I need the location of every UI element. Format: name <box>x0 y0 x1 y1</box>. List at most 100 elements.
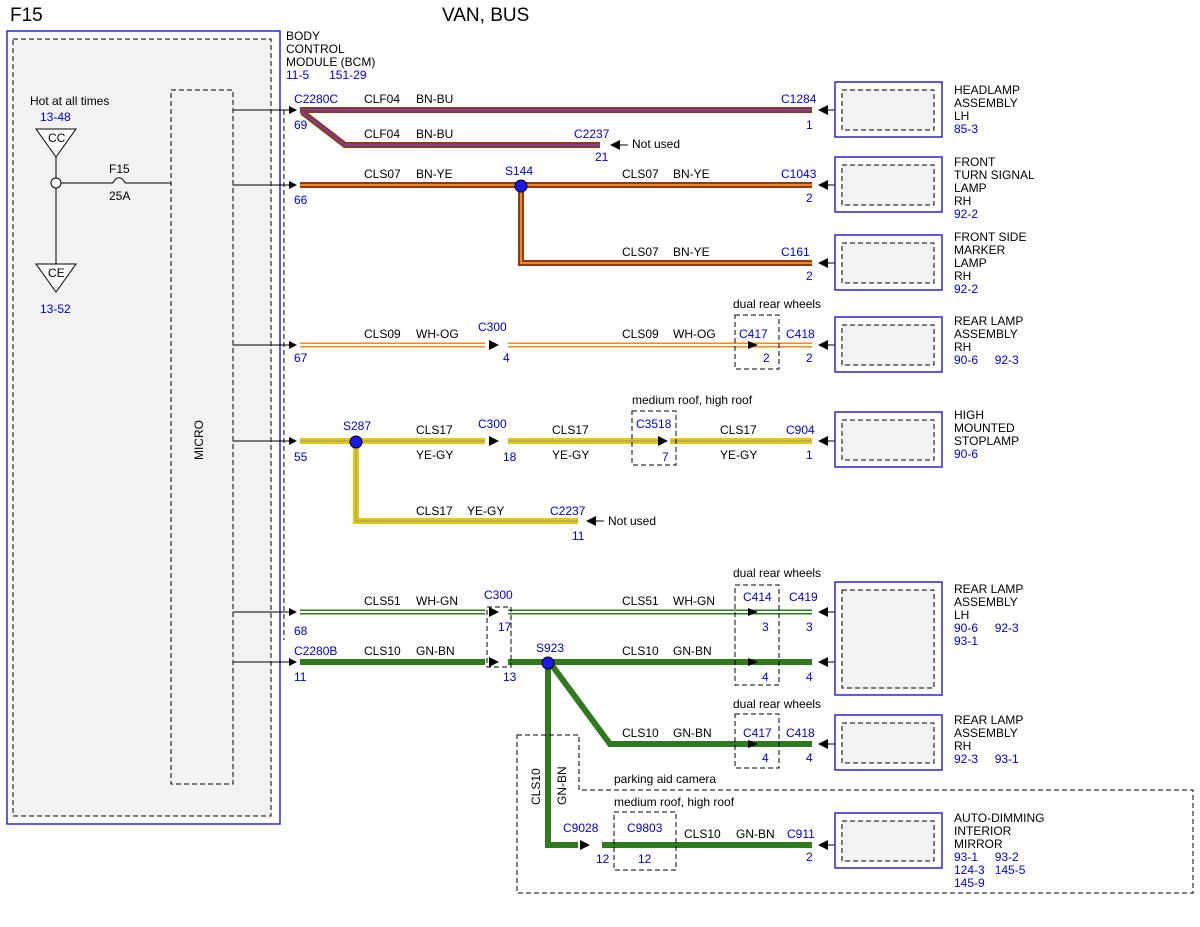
splice-s144-label: S144 <box>505 164 533 178</box>
connector-c161: C161 <box>781 245 810 259</box>
cc-label: CC <box>48 131 66 145</box>
stop-name-2: MOUNTED <box>954 421 1015 435</box>
splice-s144 <box>514 179 528 193</box>
pin-11-c2280b: 11 <box>294 670 307 684</box>
mirror-ref-3: 145-9 <box>954 876 985 890</box>
note-not-used-a: Not used <box>632 137 680 151</box>
connector-labels: C2280C C2237 C1284 C1043 C161 C300 C417 … <box>294 92 818 841</box>
option-box-medium-roof-2 <box>613 811 677 871</box>
pin-66: 66 <box>294 193 308 207</box>
module-output-stubs <box>233 106 297 666</box>
splice-s287 <box>349 435 363 449</box>
color-bn-ye-a: BN-YE <box>416 167 453 181</box>
marker-name-4: RH <box>954 269 971 283</box>
micro-label: MICRO <box>192 420 206 460</box>
color-ye-gy-c: YE-GY <box>720 448 757 462</box>
color-gn-bn-c: GN-BN <box>673 726 712 740</box>
ce-symbol <box>35 263 77 293</box>
note-not-used-b: Not used <box>608 514 656 528</box>
circuit-cls17-a: CLS17 <box>416 423 453 437</box>
stop-name-3: STOPLAMP <box>954 434 1019 448</box>
color-wh-gn-b: WH-GN <box>673 594 715 608</box>
rear-rh-b-name-3: RH <box>954 739 971 753</box>
circuit-cls51-a: CLS51 <box>364 594 401 608</box>
color-gn-bn-b: GN-BN <box>673 644 712 658</box>
rear-rh-a-ref: 90-6 92-3 <box>954 353 1019 367</box>
circuit-cls10-c: CLS10 <box>622 726 659 740</box>
color-ye-gy-b: YE-GY <box>552 448 589 462</box>
bcm-name-line3: MODULE (BCM) <box>286 55 375 69</box>
rear-lh-name-3: LH <box>954 608 969 622</box>
circuit-cls17-c: CLS17 <box>720 423 757 437</box>
color-bn-bu-b: BN-BU <box>416 127 453 141</box>
pin-4-c414: 4 <box>762 670 769 684</box>
rear-rh-b-name-2: ASSEMBLY <box>954 726 1018 740</box>
splice-s923-label: S923 <box>536 641 564 655</box>
not-used-terminations <box>586 140 628 526</box>
wire-cls17-ye-gy <box>300 438 812 524</box>
connector-c9028: C9028 <box>563 821 599 835</box>
wire-cls07-bn-ye <box>300 182 812 266</box>
pin-2-c417: 2 <box>763 351 770 365</box>
mirror-ref-1: 93-1 93-2 <box>954 850 1019 864</box>
turn-name-2: TURN SIGNAL <box>954 168 1035 182</box>
note-dual-rear-wheels-a: dual rear wheels <box>733 297 821 311</box>
color-wh-og-b: WH-OG <box>673 327 716 341</box>
pin-4-c417: 4 <box>762 751 769 765</box>
connector-c2280b: C2280B <box>294 644 337 658</box>
color-ye-gy-a: YE-GY <box>416 448 453 462</box>
circuit-cls10-d: CLS10 <box>684 827 721 841</box>
connector-c300-c: C300 <box>484 588 513 602</box>
pin-2-marker: 2 <box>806 269 813 283</box>
pin-55: 55 <box>294 450 308 464</box>
turn-name-3: LAMP <box>954 181 987 195</box>
bcm-inner-box <box>12 38 272 817</box>
rear-rh-b-name-1: REAR LAMP <box>954 713 1023 727</box>
note-medium-roof-b: medium roof, high roof <box>614 795 735 809</box>
component-end-arrows <box>818 105 838 850</box>
connector-c414: C414 <box>743 590 772 604</box>
color-bn-ye-b: BN-YE <box>673 167 710 181</box>
connector-c2237-a: C2237 <box>574 127 610 141</box>
rear-rh-b-ref: 92-3 93-1 <box>954 752 1019 766</box>
splice-s923 <box>541 656 555 670</box>
inline-connector-arrows <box>489 340 758 850</box>
pin-1-stoplamp: 1 <box>806 448 813 462</box>
fuse-title: F15 <box>10 5 43 26</box>
fuse-f15-symbol <box>112 177 126 184</box>
note-dual-rear-wheels-b: dual rear wheels <box>733 566 821 580</box>
wire-cls10-gn-bn <box>300 659 812 848</box>
color-wh-og-a: WH-OG <box>416 327 459 341</box>
pin-4-c418: 4 <box>806 751 813 765</box>
connector-c2280c: C2280C <box>294 92 338 106</box>
fuse-rating: 25A <box>109 189 130 203</box>
pin-4-c419: 4 <box>806 670 813 684</box>
circuit-labels: CLF04 BN-BU CLF04 BN-BU CLS07 BN-YE CLS0… <box>364 92 775 841</box>
connector-c9803: C9803 <box>627 821 663 835</box>
wire-clf04-bn-bu <box>300 107 812 148</box>
pin-12-c9803: 12 <box>638 852 652 866</box>
cc-ref: 13-48 <box>40 110 71 124</box>
color-bn-bu-a: BN-BU <box>416 92 453 106</box>
circuit-cls09-a: CLS09 <box>364 327 401 341</box>
bcm-refs: 11-5 151-29 <box>286 68 367 82</box>
color-ye-gy-d: YE-GY <box>467 504 504 518</box>
color-gn-bn-vertical: GN-BN <box>555 766 569 805</box>
pin-2-mirror: 2 <box>806 850 813 864</box>
pin-11-c2237: 11 <box>572 529 585 543</box>
connector-c911: C911 <box>787 827 815 841</box>
fuse-name: F15 <box>109 162 130 176</box>
mirror-name-1: AUTO-DIMMING <box>954 811 1044 825</box>
stop-name-1: HIGH <box>954 408 984 422</box>
connector-c419: C419 <box>789 590 818 604</box>
turn-ref: 92-2 <box>954 207 978 221</box>
rear-lh-name-2: ASSEMBLY <box>954 595 1018 609</box>
headlamp-ref: 85-3 <box>954 122 978 136</box>
circuit-cls07-a: CLS07 <box>364 167 401 181</box>
mirror-name-3: MIRROR <box>954 837 1003 851</box>
pin-3-c419: 3 <box>806 620 813 634</box>
connector-c1284: C1284 <box>781 92 817 106</box>
circuit-cls17-d: CLS17 <box>416 504 453 518</box>
pin-1-headlamp: 1 <box>806 118 813 132</box>
